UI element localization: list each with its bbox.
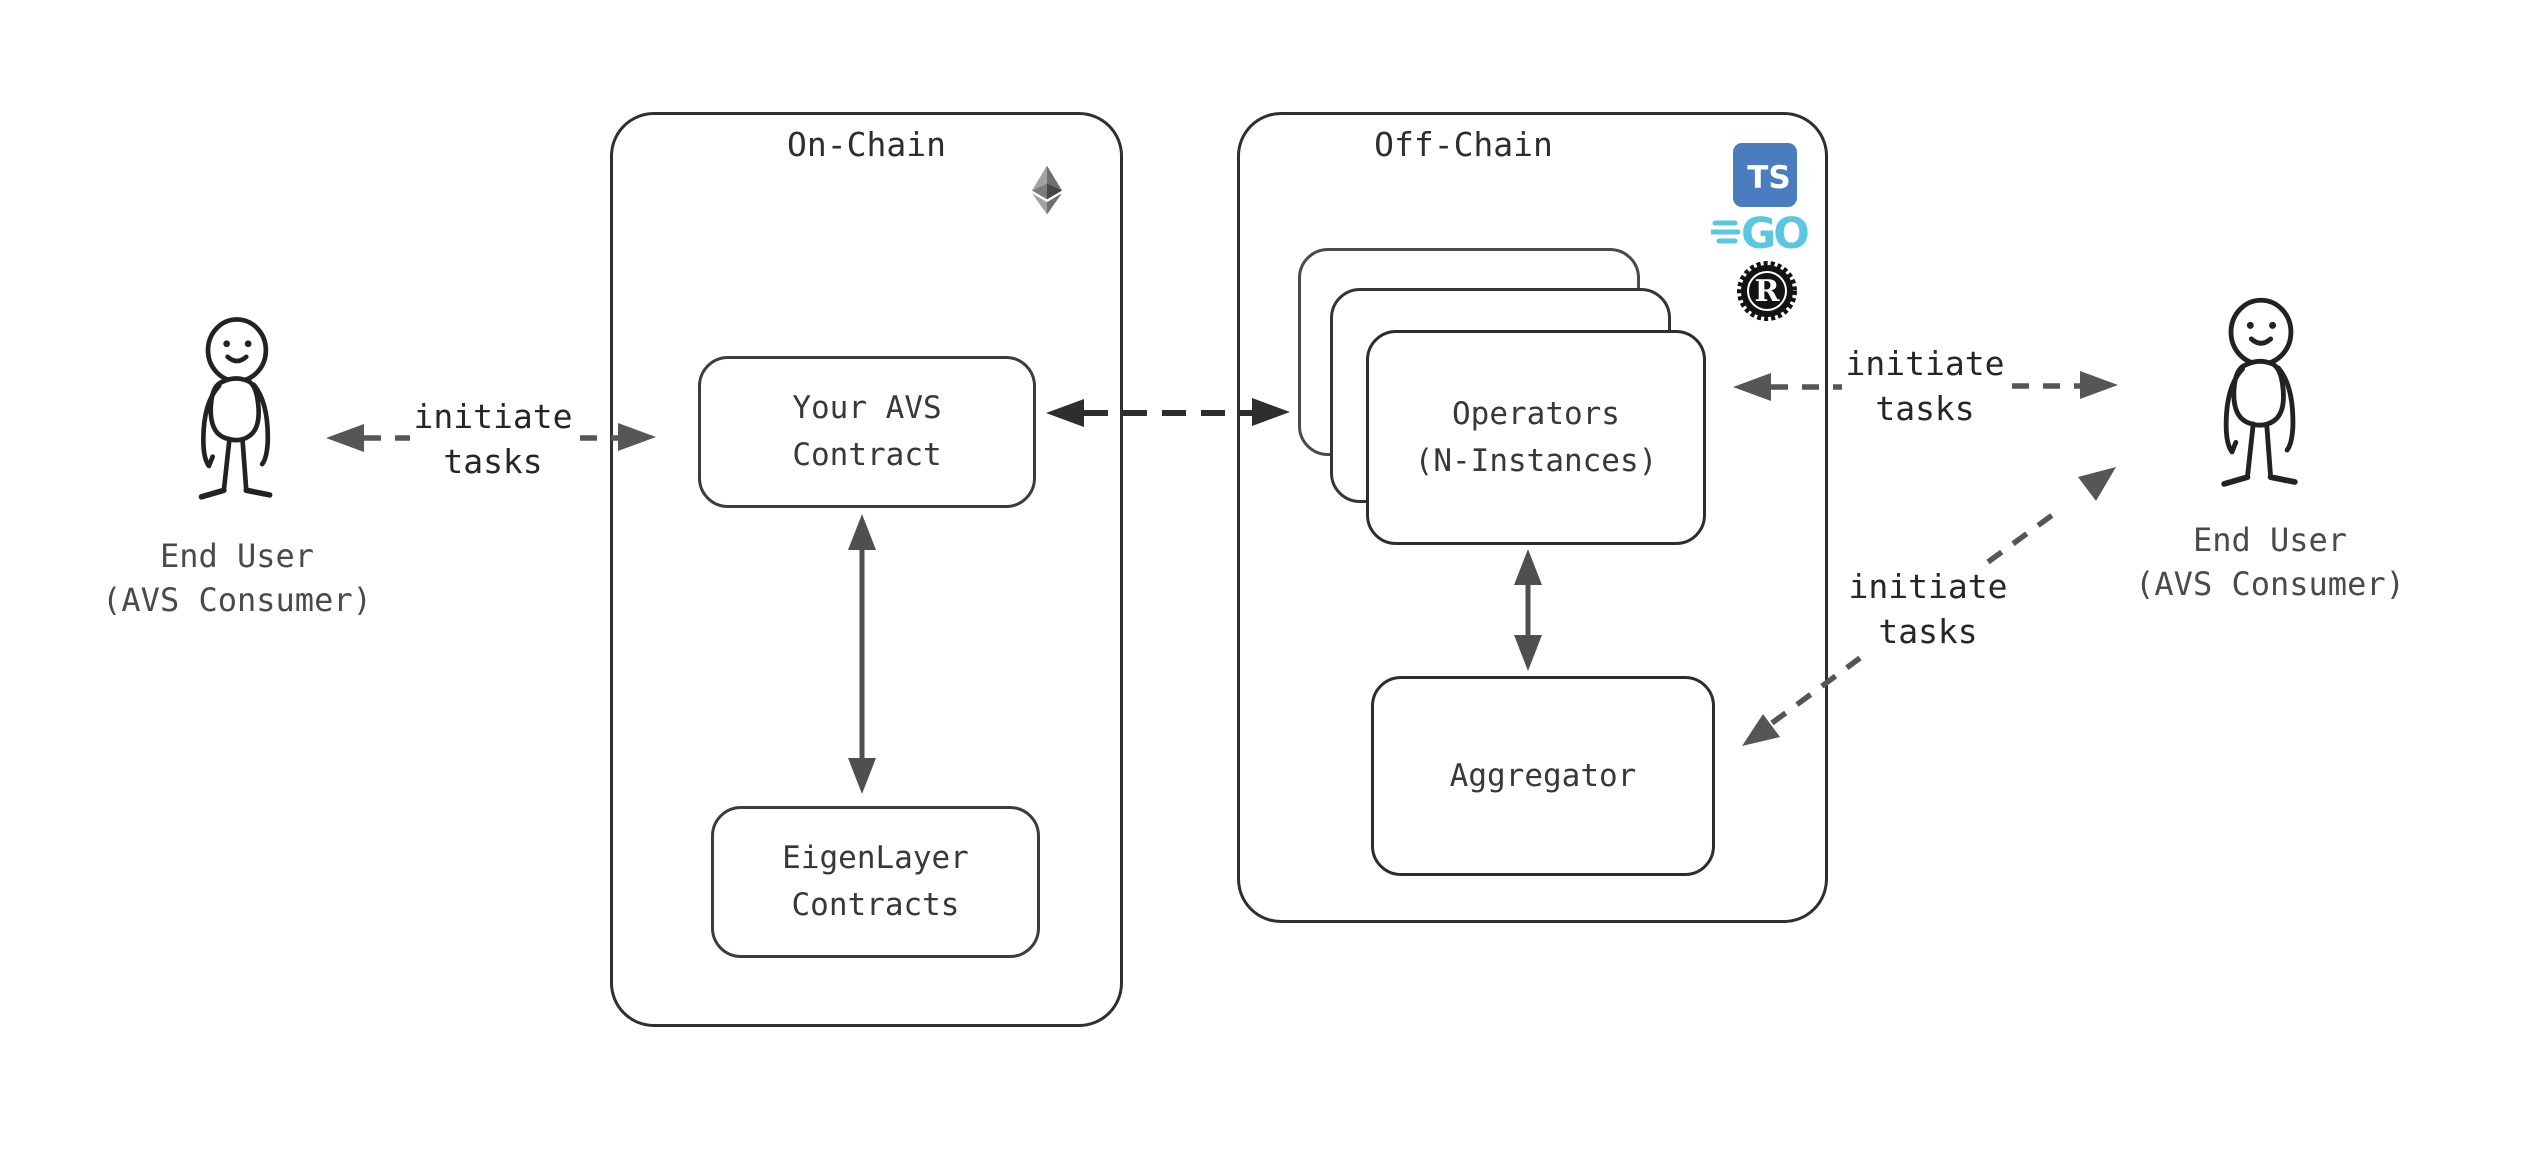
- operators-line1: Operators: [1452, 395, 1620, 432]
- initiate-tasks-label-left: initiate tasks: [293, 394, 693, 484]
- go-icon-label: GO: [1741, 211, 1808, 255]
- end-user-left-line1: End User: [159, 537, 315, 575]
- end-user-right-label: End User (AVS Consumer): [2070, 518, 2470, 606]
- initiate-tasks-diag-line1: initiate: [1848, 567, 2008, 606]
- initiate-tasks-right-line1: initiate: [1845, 344, 2005, 383]
- your-avs-contract-node: Your AVS Contract: [698, 356, 1036, 508]
- rust-icon: R: [1737, 261, 1797, 321]
- initiate-tasks-left-line2: tasks: [443, 442, 543, 481]
- avs-contract-line1: Your AVS: [792, 390, 942, 426]
- aggregator-node: Aggregator: [1371, 676, 1715, 876]
- off-chain-title: Off-Chain: [1374, 125, 1553, 164]
- initiate-tasks-label-diagonal: initiate tasks: [1728, 564, 2128, 654]
- aggregator-label: Aggregator: [1449, 757, 1637, 794]
- go-icon: GO: [1711, 211, 1811, 255]
- off-chain-panel: Off-Chain TS GO R Operators (N-Instances…: [1237, 112, 1828, 923]
- eigenlayer-contracts-node: EigenLayer Contracts: [711, 806, 1040, 958]
- end-user-right-line2: (AVS Consumer): [2135, 565, 2405, 603]
- initiate-tasks-label-right: initiate tasks: [1725, 341, 2125, 431]
- on-chain-title: On-Chain: [787, 125, 946, 164]
- end-user-right-line1: End User: [2192, 521, 2348, 559]
- initiate-tasks-right-line2: tasks: [1875, 389, 1975, 428]
- end-user-left-figure: [198, 317, 273, 500]
- rust-icon-label: R: [1755, 274, 1781, 309]
- operators-node: Operators (N-Instances): [1366, 330, 1706, 545]
- end-user-left-label: End User (AVS Consumer): [37, 534, 437, 622]
- eigenlayer-line1: EigenLayer: [782, 840, 969, 876]
- end-user-right-figure: [2221, 297, 2298, 487]
- end-user-left-line2: (AVS Consumer): [102, 581, 372, 619]
- eigenlayer-line2: Contracts: [791, 887, 960, 923]
- initiate-tasks-left-line1: initiate: [413, 397, 573, 436]
- typescript-icon: TS: [1733, 143, 1797, 207]
- avs-contract-line2: Contract: [792, 437, 942, 473]
- initiate-tasks-diag-line2: tasks: [1878, 612, 1978, 651]
- ethereum-icon: [1032, 165, 1062, 215]
- operators-line2: (N-Instances): [1414, 442, 1658, 479]
- on-chain-panel: On-Chain Your AVS Contract EigenLayer Co…: [610, 112, 1123, 1027]
- typescript-icon-label: TS: [1747, 160, 1791, 196]
